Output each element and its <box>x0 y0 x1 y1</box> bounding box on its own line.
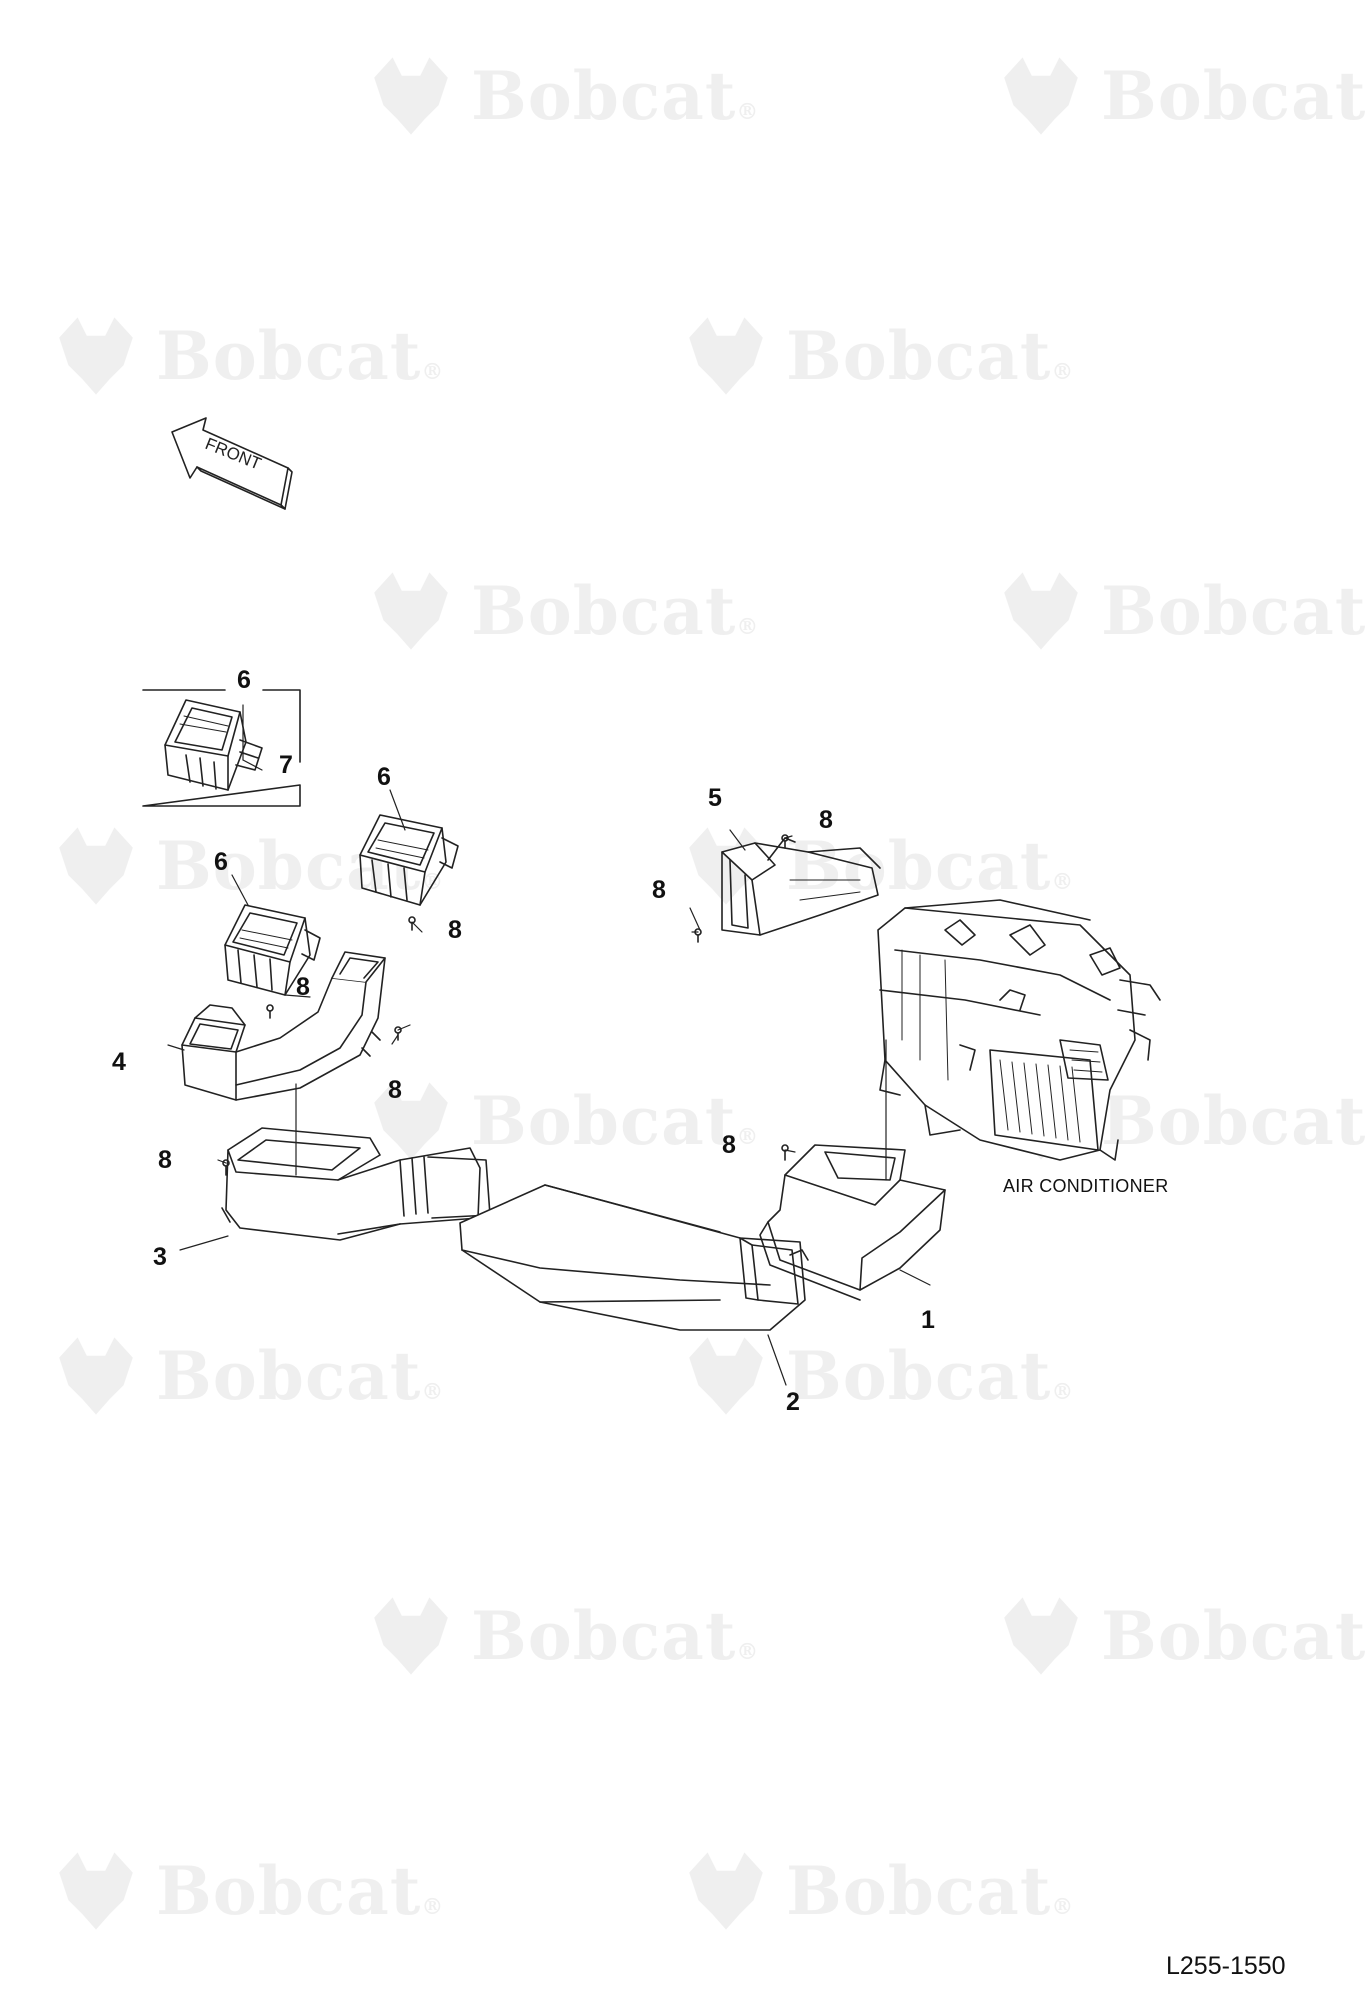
duct-part-4 <box>181 951 386 1101</box>
screw-icon <box>222 1159 230 1176</box>
watermark-text: Bobcat <box>786 1852 1052 1930</box>
watermark: Bobcat® <box>680 1330 1074 1422</box>
screw-icon <box>408 916 416 931</box>
watermark: Bobcat® <box>995 565 1365 657</box>
callout-8-left: 8 <box>158 1146 172 1174</box>
bobcat-logo-icon <box>59 1852 133 1930</box>
bobcat-logo-icon <box>374 572 448 650</box>
watermark-text: Bobcat <box>471 1597 737 1675</box>
watermark: Bobcat® <box>50 310 444 402</box>
vent-outlet-upper <box>359 814 459 906</box>
watermark-text: Bobcat <box>786 317 1052 395</box>
callout-8-mid: 8 <box>448 916 462 944</box>
watermark: Bobcat® <box>365 565 759 657</box>
inset-box <box>142 689 301 807</box>
watermark: Bobcat® <box>365 50 759 142</box>
watermark-text: Bobcat <box>1101 1082 1365 1160</box>
front-arrow-icon: FRONT <box>171 417 293 510</box>
air-conditioner-unit <box>877 899 1161 1161</box>
watermark: Bobcat® <box>50 1330 444 1422</box>
callout-8-mid-low: 8 <box>388 1076 402 1104</box>
watermark: Bobcat® <box>995 50 1365 142</box>
callout-5: 5 <box>708 784 722 812</box>
bobcat-logo-icon <box>59 1337 133 1415</box>
bobcat-logo-icon <box>689 317 763 395</box>
watermark-text: Bobcat <box>156 1337 422 1415</box>
duct-part-2 <box>459 1184 806 1331</box>
watermark-text: Bobcat <box>1101 1597 1365 1675</box>
callout-4: 4 <box>112 1048 126 1076</box>
callout-1: 1 <box>921 1306 935 1334</box>
bobcat-logo-icon <box>689 1337 763 1415</box>
screw-icon <box>781 834 789 849</box>
watermark-text: Bobcat <box>471 57 737 135</box>
bobcat-logo-icon <box>374 1597 448 1675</box>
callout-3: 3 <box>153 1243 167 1271</box>
callout-8-mid-top: 8 <box>296 973 310 1001</box>
watermark: Bobcat® <box>680 1845 1074 1937</box>
drawing-number: L255-1550 <box>1166 1952 1286 1980</box>
watermark: Bobcat® <box>365 1590 759 1682</box>
screw-icon <box>394 1026 402 1041</box>
bobcat-logo-icon <box>1004 572 1078 650</box>
callout-6-lower: 6 <box>214 848 228 876</box>
callout-7: 7 <box>279 751 293 779</box>
bobcat-logo-icon <box>374 57 448 135</box>
watermark-text: Bobcat <box>1101 57 1365 135</box>
bobcat-logo-icon <box>1004 57 1078 135</box>
bobcat-logo-icon <box>1004 1597 1078 1675</box>
watermark: Bobcat® <box>995 1590 1365 1682</box>
callout-6-inset: 6 <box>237 666 251 694</box>
screw-icon <box>694 928 702 943</box>
bobcat-logo-icon <box>59 317 133 395</box>
watermark-text: Bobcat <box>786 827 1052 905</box>
watermark: Bobcat® <box>680 820 1074 912</box>
watermark: Bobcat® <box>365 1075 759 1167</box>
watermark-text: Bobcat <box>471 1082 737 1160</box>
leader-lines <box>167 704 931 1386</box>
vent-outlet-lower <box>224 904 321 996</box>
duct-part-5 <box>721 837 881 936</box>
bobcat-logo-icon <box>374 1082 448 1160</box>
watermark: Bobcat® <box>680 310 1074 402</box>
duct-part-3 <box>221 1127 491 1241</box>
callout-8-top-right: 8 <box>819 806 833 834</box>
watermark-text: Bobcat <box>156 1852 422 1930</box>
callout-2: 2 <box>786 1388 800 1416</box>
air-conditioner-label: AIR CONDITIONER <box>1003 1176 1169 1196</box>
watermark-text: Bobcat <box>1101 572 1365 650</box>
duct-part-1 <box>759 1144 946 1301</box>
watermark-text: Bobcat <box>471 572 737 650</box>
screw-icon <box>266 1004 274 1019</box>
watermark-text: Bobcat <box>156 317 422 395</box>
watermark-text: Bobcat <box>786 1337 1052 1415</box>
callout-8-right: 8 <box>722 1131 736 1159</box>
callout-6-upper: 6 <box>377 763 391 791</box>
callout-8-right-upper: 8 <box>652 876 666 904</box>
screw-icon <box>781 1144 789 1161</box>
vent-outlet-inset <box>164 699 263 791</box>
bobcat-logo-icon <box>689 1852 763 1930</box>
bobcat-logo-icon <box>59 827 133 905</box>
watermark: Bobcat® <box>50 1845 444 1937</box>
